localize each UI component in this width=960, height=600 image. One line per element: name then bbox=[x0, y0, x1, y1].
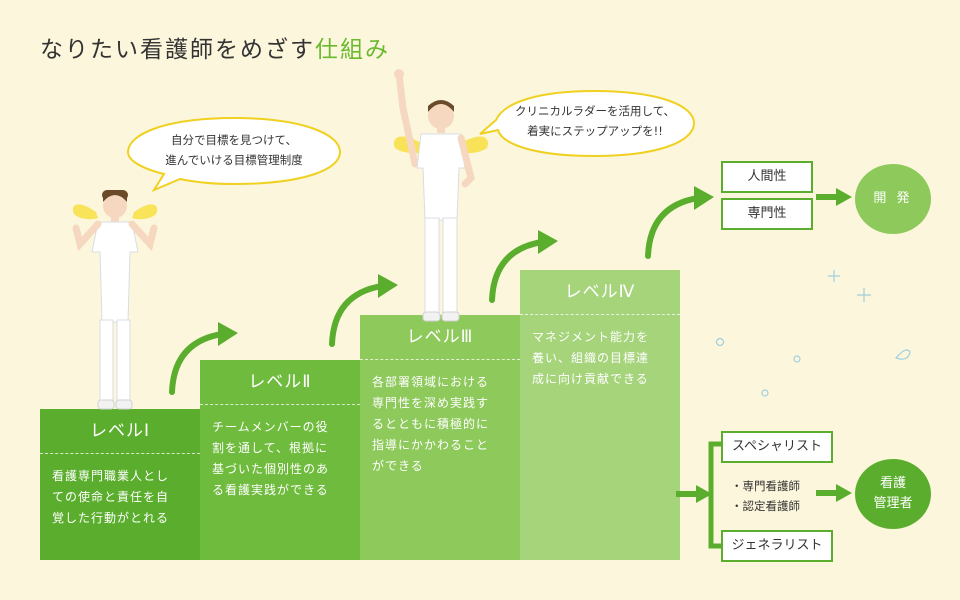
box-humanity: 人間性 bbox=[721, 161, 813, 193]
level-1-step: レベルⅠ 看護専門職業人とし ての使命と責任を自 覚した行動がとれる bbox=[40, 409, 200, 560]
bubble-2-line: 着実にステップアップを!! bbox=[527, 124, 663, 138]
nursing-manager-circle: 看護 管理者 bbox=[855, 459, 931, 529]
level-3-text: 各部署領域における 専門性を深め実践す るとともに積極的に 指導にかかわること … bbox=[360, 360, 520, 477]
level-2-text: チームメンバーの役 割を通して、根拠に 基づいた個別性のあ る看護実践ができる bbox=[200, 405, 360, 501]
arrow-to-development bbox=[816, 188, 852, 206]
level-4-text-line: 成に向け貢献できる bbox=[532, 372, 649, 386]
box-generalist: ジェネラリスト bbox=[721, 530, 833, 562]
level-3-text-line: 専門性を深め実践す bbox=[372, 396, 490, 410]
level-4-text-line: マネジメント能力を bbox=[532, 330, 650, 344]
level-4-text-line: 養い、組織の目標達 bbox=[532, 351, 650, 365]
page-title: なりたい看護師をめざす仕組み bbox=[40, 30, 390, 64]
level-2-text-line: 割を通して、根拠に bbox=[212, 441, 329, 455]
sparkle-decoration bbox=[715, 270, 911, 397]
level-2-step: レベルⅡ チームメンバーの役 割を通して、根拠に 基づいた個別性のあ る看護実践… bbox=[200, 360, 360, 560]
nurse-illustration-2 bbox=[394, 69, 488, 322]
box-expertise: 専門性 bbox=[721, 198, 813, 230]
box-specialist: スペシャリスト bbox=[721, 431, 833, 463]
specialist-type-item: ・認定看護師 bbox=[731, 499, 800, 513]
step-arrow-4 bbox=[645, 186, 714, 259]
level-1-text-line: ての使命と責任を自 bbox=[52, 490, 170, 504]
title-main: なりたい看護師をめざす bbox=[40, 37, 315, 63]
arrow-to-manager bbox=[816, 484, 852, 502]
specialist-type-item: ・専門看護師 bbox=[731, 479, 800, 493]
level-2-text-line: チームメンバーの役 bbox=[212, 420, 329, 434]
level-3-text-line: 指導にかかわること bbox=[372, 438, 490, 452]
step-arrow-1 bbox=[169, 322, 238, 395]
speech-bubble-1: 自分で目標を見つけて、 進んでいける目標管理制度 bbox=[122, 112, 346, 192]
level-2-text-line: 基づいた個別性のあ bbox=[212, 462, 330, 476]
manager-circle-line: 看護 bbox=[879, 476, 906, 491]
development-circle: 開 発 bbox=[855, 164, 931, 234]
title-accent: 仕組み bbox=[315, 37, 390, 63]
level-4-text: マネジメント能力を 養い、組織の目標達 成に向け貢献できる bbox=[520, 315, 680, 390]
level-3-step: レベルⅢ 各部署領域における 専門性を深め実践す るとともに積極的に 指導にかか… bbox=[360, 315, 520, 560]
level-3-label: レベルⅢ bbox=[360, 315, 520, 360]
level-4-step: レベルⅣ マネジメント能力を 養い、組織の目標達 成に向け貢献できる bbox=[520, 270, 680, 560]
level-2-label: レベルⅡ bbox=[200, 360, 360, 405]
branch-connector bbox=[676, 441, 727, 549]
bubble-1-line: 進んでいける目標管理制度 bbox=[165, 153, 303, 167]
specialist-types: ・専門看護師 ・認定看護師 bbox=[731, 476, 800, 516]
level-1-label: レベルⅠ bbox=[40, 409, 200, 454]
level-1-text: 看護専門職業人とし ての使命と責任を自 覚した行動がとれる bbox=[40, 454, 200, 529]
bubble-1-line: 自分で目標を見つけて、 bbox=[171, 133, 297, 147]
bubble-2-line: クリニカルラダーを活用して、 bbox=[514, 104, 676, 118]
level-3-text-line: ができる bbox=[372, 459, 424, 473]
step-arrow-3 bbox=[489, 230, 558, 303]
speech-bubble-2: クリニカルラダーを活用して、 着実にステップアップを!! bbox=[476, 86, 700, 162]
level-1-text-line: 看護専門職業人とし bbox=[52, 469, 170, 483]
level-1-text-line: 覚した行動がとれる bbox=[52, 511, 170, 525]
step-arrow-2 bbox=[329, 274, 398, 347]
nurse-illustration-1 bbox=[72, 190, 158, 410]
level-3-text-line: 各部署領域における bbox=[372, 375, 490, 389]
level-4-label: レベルⅣ bbox=[520, 270, 680, 315]
level-3-text-line: るとともに積極的に bbox=[372, 417, 490, 431]
manager-circle-line: 管理者 bbox=[873, 496, 913, 511]
level-2-text-line: る看護実践ができる bbox=[212, 483, 329, 497]
